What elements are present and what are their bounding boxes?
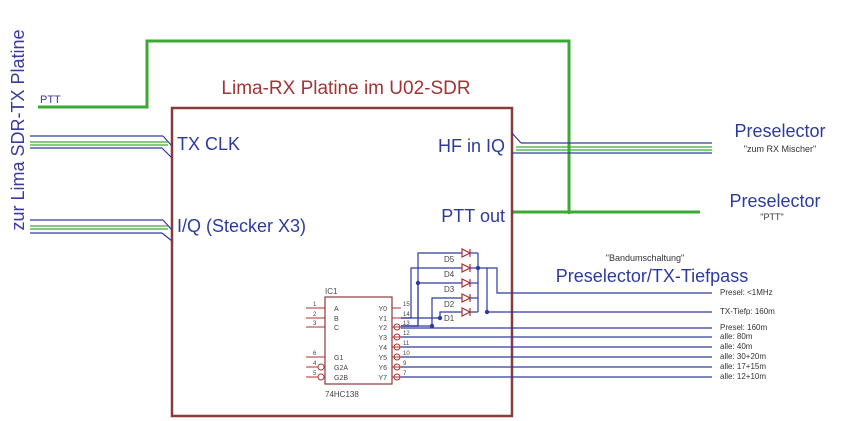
output-label: alle: 12+10m bbox=[720, 372, 766, 381]
diode-label: D1 bbox=[444, 314, 455, 323]
ic-pin-name: C bbox=[334, 325, 339, 332]
ic-pin-number: 6 bbox=[313, 351, 317, 357]
ic-pin-number: 5 bbox=[313, 371, 317, 377]
ic-pin-bubble bbox=[317, 373, 325, 381]
ic-pin-number: 7 bbox=[403, 371, 407, 377]
ic-pin-number: 15 bbox=[403, 302, 410, 308]
ic-pin-name: Y4 bbox=[378, 345, 387, 352]
ic-pin-number: 4 bbox=[313, 361, 317, 367]
diode-label: D4 bbox=[444, 270, 455, 279]
ptt-out-label: PTT out bbox=[441, 206, 505, 226]
ic-pin-number: 10 bbox=[403, 351, 410, 357]
ic-pin-number: 1 bbox=[313, 302, 317, 308]
ic-pin-name: G2B bbox=[334, 375, 348, 382]
ic-pin-bubble bbox=[393, 353, 401, 361]
preselector-sub-2: "PTT" bbox=[760, 212, 783, 222]
diode-symbol bbox=[461, 263, 472, 273]
ic-pin-name: G2A bbox=[334, 365, 348, 372]
output-label: Presel: <1MHz bbox=[720, 288, 773, 297]
band-title: Preselector/TX-Tiefpass bbox=[556, 266, 748, 286]
iq-bus bbox=[30, 219, 173, 242]
ic-pin-name: Y6 bbox=[378, 365, 387, 372]
ic-name: IC1 bbox=[325, 287, 338, 296]
diode-label: D5 bbox=[444, 255, 455, 264]
diode-symbol bbox=[461, 307, 472, 317]
preselector-sub-1: "zum RX Mischer" bbox=[744, 144, 816, 154]
preselector-label-1: Preselector bbox=[734, 121, 825, 141]
ptt-label: PTT bbox=[40, 94, 61, 106]
diode-label: D3 bbox=[444, 285, 455, 294]
ptt-net bbox=[38, 39, 700, 214]
ic-pin-number: 11 bbox=[403, 341, 410, 347]
ic-pin-name: Y2 bbox=[378, 325, 387, 332]
junction-dot bbox=[475, 265, 481, 271]
junction-dot bbox=[415, 280, 421, 286]
side-label: zur Lima SDR-TX Platine bbox=[8, 29, 28, 230]
tx-clk-label: TX CLK bbox=[177, 134, 240, 154]
ic-pin-number: 13 bbox=[403, 321, 410, 327]
ic-pin-number: 3 bbox=[313, 321, 317, 327]
ic-pin-name: B bbox=[334, 316, 339, 323]
ic-pin-bubble bbox=[393, 363, 401, 371]
ic-pin-name: Y5 bbox=[378, 355, 387, 362]
output-label: alle: 30+20m bbox=[720, 352, 766, 361]
diode-symbol bbox=[461, 248, 472, 258]
junction-dot bbox=[566, 209, 572, 215]
output-label: alle: 17+15m bbox=[720, 362, 766, 371]
band-caption: "Bandumschaltung" bbox=[606, 253, 684, 263]
output-label: alle: 40m bbox=[720, 342, 753, 351]
tx-clk-bus bbox=[30, 135, 173, 159]
diode-label: D2 bbox=[444, 300, 455, 309]
ic-pin-number: 2 bbox=[313, 312, 317, 318]
output-label: alle: 80m bbox=[720, 332, 753, 341]
ic-part: 74HC138 bbox=[325, 390, 359, 399]
iq-label: I/Q (Stecker X3) bbox=[177, 216, 306, 236]
junction-dot bbox=[437, 315, 443, 321]
ic-pin-name: Y7 bbox=[378, 375, 387, 382]
diode-symbol bbox=[461, 293, 472, 303]
ic-body bbox=[324, 296, 393, 385]
ic-pin-bubble bbox=[393, 323, 401, 331]
ic-pin-bubble bbox=[393, 343, 401, 351]
ic-pin-name: Y0 bbox=[378, 306, 387, 313]
ic-pin-name: G1 bbox=[334, 355, 343, 362]
ic-pin-number: 12 bbox=[403, 331, 410, 337]
board-title: Lima-RX Platine im U02-SDR bbox=[221, 78, 470, 99]
ic-pin-bubble bbox=[317, 363, 325, 371]
ic-pin-name: Y3 bbox=[378, 335, 387, 342]
ic-pin-bubble bbox=[393, 373, 401, 381]
preselector-label-2: Preselector bbox=[729, 191, 820, 211]
ic-pin-bubble bbox=[393, 333, 401, 341]
output-label: Presel: 160m bbox=[720, 323, 767, 332]
hf-in-bus bbox=[511, 132, 712, 154]
ic-pin-name: Y1 bbox=[378, 316, 387, 323]
junction-dot bbox=[484, 309, 490, 315]
output-label: TX-Tiefp: 160m bbox=[720, 307, 775, 316]
diode-symbol bbox=[461, 278, 472, 288]
ic-pin-name: A bbox=[334, 306, 339, 313]
hf-in-label: HF in IQ bbox=[438, 136, 505, 156]
board-outline bbox=[170, 106, 514, 418]
ic-pin-number: 9 bbox=[403, 361, 407, 367]
ic-pin-number: 14 bbox=[403, 312, 410, 318]
junction-dot bbox=[429, 323, 435, 329]
